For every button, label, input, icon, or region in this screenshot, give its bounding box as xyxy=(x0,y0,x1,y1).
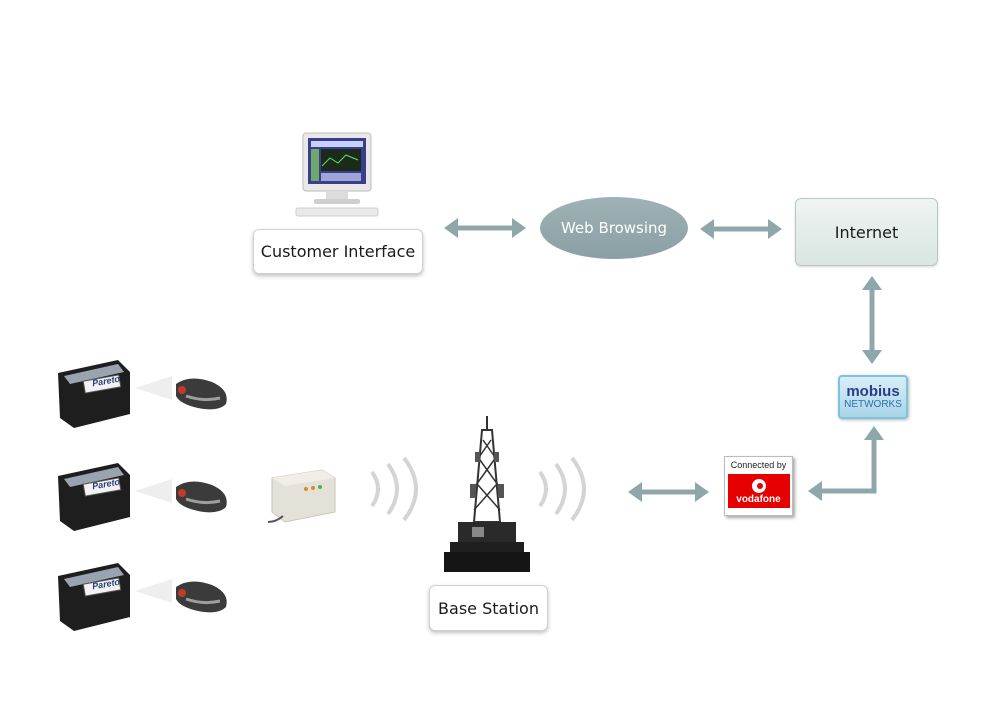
mobius-networks-logo: mobius NETWORKS xyxy=(838,375,908,419)
vodafone-caption: Connected by xyxy=(730,460,787,470)
gateway-device-icon xyxy=(267,469,336,523)
radio-waves-left-icon xyxy=(370,456,418,522)
radio-waves-right-icon xyxy=(538,456,586,522)
vodafone-logo: Connected by vodafone xyxy=(724,456,793,516)
arrow-internet-mobius xyxy=(862,276,882,364)
reader-station-3 xyxy=(58,563,227,631)
reader-station-1 xyxy=(58,360,227,428)
customer-interface-node: Customer Interface xyxy=(253,229,423,274)
mobius-subtitle: NETWORKS xyxy=(844,398,902,410)
vodafone-badge: vodafone xyxy=(727,474,790,508)
vodafone-name: vodafone xyxy=(736,494,781,505)
vodafone-speechmark-icon xyxy=(751,479,766,493)
arrow-customer-web xyxy=(444,218,526,238)
mobius-title: mobius xyxy=(846,382,900,400)
computer-monitor-icon xyxy=(295,132,379,217)
reader-station-2 xyxy=(58,463,227,531)
base-station-tower-icon xyxy=(444,416,530,572)
internet-node: Internet xyxy=(795,198,938,266)
arrow-mobius-vodafone xyxy=(808,426,884,501)
web-browsing-node: Web Browsing xyxy=(540,197,688,259)
base-station-node: Base Station xyxy=(429,585,548,631)
arrow-basestation-vodafone xyxy=(628,482,709,502)
arrow-web-internet xyxy=(700,219,782,239)
